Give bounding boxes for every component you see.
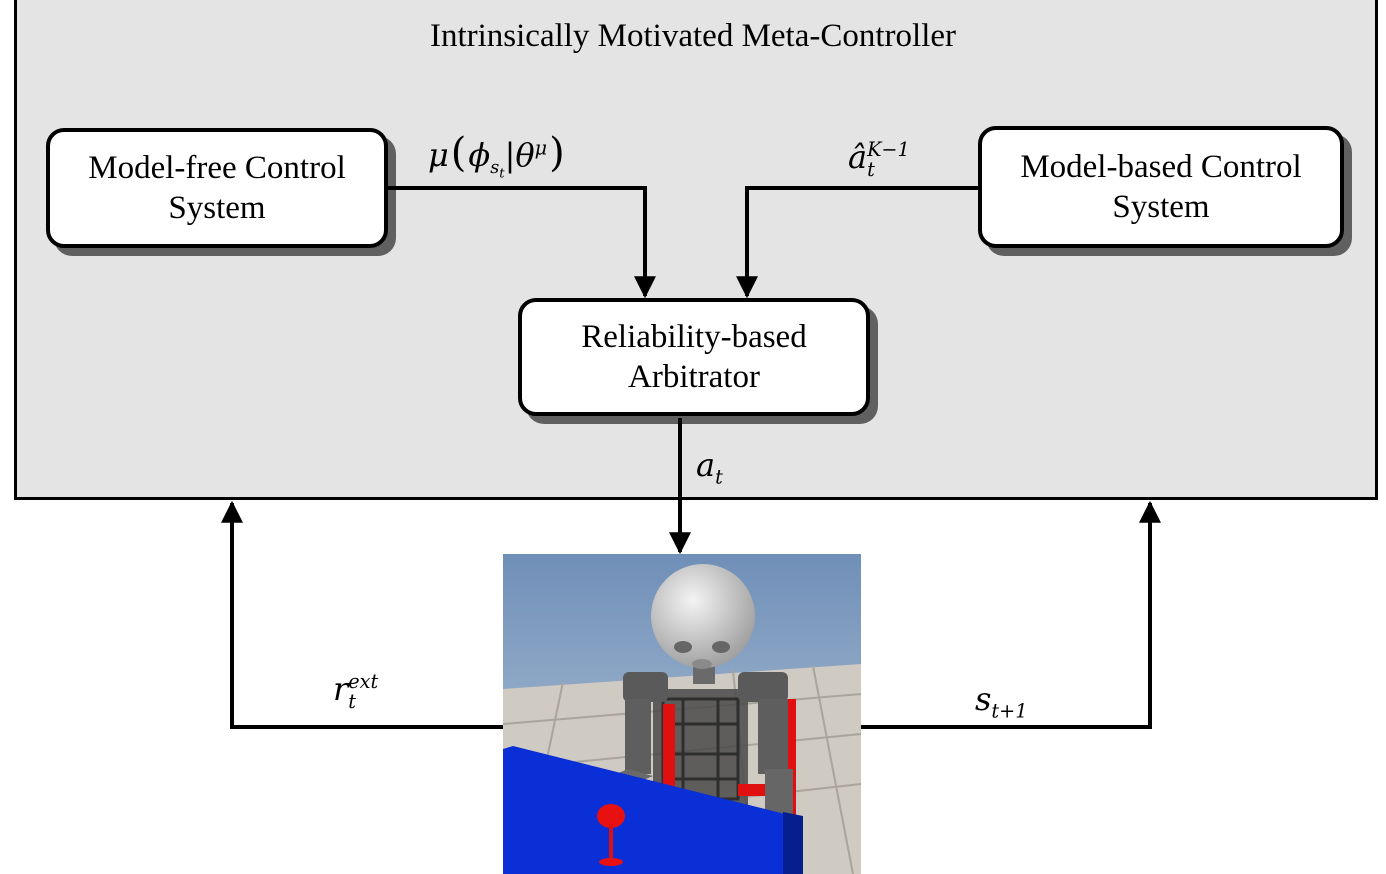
a-hat-superscript: K−1 xyxy=(867,138,910,162)
action-label: at xyxy=(696,446,723,488)
mu-symbol: μ xyxy=(428,136,449,174)
r-symbol: r xyxy=(333,670,349,708)
model-free-to-arbitrator-arrow xyxy=(388,186,656,299)
diagram-title: Intrinsically Motivated Meta-Controller xyxy=(429,18,957,54)
s-subscript: t+1 xyxy=(991,699,1028,723)
s-symbol: s xyxy=(975,680,992,718)
open-paren: ( xyxy=(450,130,467,176)
next-state-label: st+1 xyxy=(975,680,1027,722)
a-hat-subscript: t xyxy=(867,157,875,181)
phi-subscript: s xyxy=(490,158,500,179)
r-superscript: ext xyxy=(348,670,379,694)
arbitrator-label-line2: Arbitrator xyxy=(628,359,760,395)
model-based-control-box: Model-based Control System xyxy=(978,126,1344,248)
mu-policy-label: μ(ϕst|θμ) xyxy=(428,130,565,182)
arbitrator-box: Reliability-based Arbitrator xyxy=(518,298,870,416)
robot-simulation-image xyxy=(503,554,861,874)
r-subscript: t xyxy=(348,689,357,713)
model-free-control-box: Model-free Control System xyxy=(46,128,388,248)
reward-feedback-arrow xyxy=(221,500,503,729)
a-subscript: t xyxy=(715,465,723,489)
model-based-label-line1: Model-based Control xyxy=(1020,149,1302,185)
bar-symbol: | xyxy=(504,136,516,174)
phi-symbol: ϕ xyxy=(468,136,491,174)
state-feedback-arrow xyxy=(861,500,1161,729)
close-paren: ) xyxy=(549,130,565,176)
theta-superscript: μ xyxy=(534,136,548,160)
arbitrator-label-line1: Reliability-based xyxy=(581,319,807,355)
model-based-to-arbitrator-arrow xyxy=(736,186,978,299)
model-based-label-line2: System xyxy=(1112,189,1210,225)
theta-symbol: θ xyxy=(515,136,535,174)
phi-subsubscript: t xyxy=(499,166,505,182)
model-free-label-line2: System xyxy=(168,190,266,226)
meta-controller-panel xyxy=(14,0,1378,500)
a-hat-symbol: â xyxy=(848,138,868,176)
a-symbol: a xyxy=(696,446,716,484)
model-free-label-line1: Model-free Control xyxy=(88,150,346,186)
